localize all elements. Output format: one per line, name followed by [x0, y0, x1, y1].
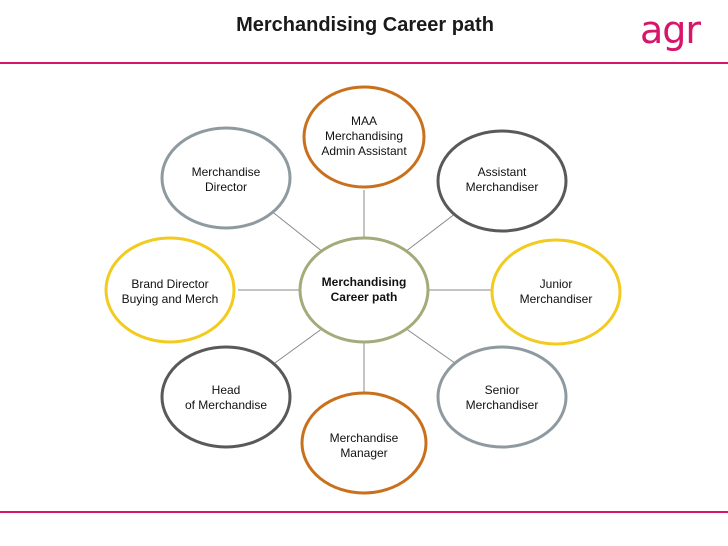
- node-maa-line2: Merchandising: [324, 128, 404, 143]
- node-director-line2: Director: [204, 180, 247, 194]
- node-junior-merchandiser: Junior Merchandiser: [502, 274, 610, 310]
- node-junior-line2: Merchandiser: [519, 292, 593, 306]
- node-merchandise-director: Merchandise Director: [172, 162, 280, 198]
- node-head-of-merchandise: Head of Merchandise: [166, 380, 286, 416]
- node-senior-line1: Senior: [484, 383, 520, 397]
- connector-senior: [404, 327, 463, 369]
- node-center: Merchandising Career path: [300, 270, 428, 310]
- node-brand-line2: Buying and Merch: [121, 292, 219, 306]
- head-circle: [160, 345, 292, 449]
- center-circle: [298, 236, 430, 344]
- node-manager-line1: Merchandise: [329, 431, 399, 445]
- node-senior-line2: Merchandiser: [465, 398, 539, 412]
- junior-circle: [490, 238, 622, 346]
- agr-logo: agr: [640, 8, 701, 52]
- node-director-line1: Merchandise: [191, 165, 261, 179]
- node-head-line1: Head: [211, 383, 241, 397]
- node-brand-director: Brand Director Buying and Merch: [110, 274, 230, 310]
- assistant-circle: [436, 129, 568, 233]
- page-title: Merchandising Career path: [236, 14, 494, 36]
- node-center-line2: Career path: [330, 290, 398, 304]
- node-head-line2: of Merchandise: [184, 398, 268, 412]
- connector-director: [269, 209, 324, 253]
- top-divider: [0, 62, 728, 64]
- node-assistant-line2: Merchandiser: [465, 180, 539, 194]
- node-maa-line3: Admin Assistant: [321, 143, 407, 158]
- director-circle: [160, 126, 292, 230]
- maa-circle: [302, 85, 426, 189]
- connector-head: [267, 327, 324, 369]
- node-senior-merchandiser: Senior Merchandiser: [448, 380, 556, 416]
- connector-assistant: [404, 209, 461, 253]
- node-merchandise-manager: Merchandise Manager: [310, 428, 418, 464]
- bottom-divider: [0, 511, 728, 513]
- node-junior-line1: Junior: [539, 277, 573, 291]
- node-manager-line2: Manager: [340, 446, 388, 460]
- node-assistant-line1: Assistant: [477, 165, 527, 179]
- node-assistant-merchandiser: Assistant Merchandiser: [448, 162, 556, 198]
- node-brand-line1: Brand Director: [131, 277, 209, 291]
- senior-circle: [436, 345, 568, 449]
- node-center-line1: Merchandising: [321, 275, 407, 289]
- manager-circle: [300, 391, 428, 495]
- node-maa-line1: MAA: [350, 113, 377, 128]
- brand-circle: [104, 236, 236, 344]
- node-maa: MAA Merchandising Admin Assistant: [304, 110, 424, 162]
